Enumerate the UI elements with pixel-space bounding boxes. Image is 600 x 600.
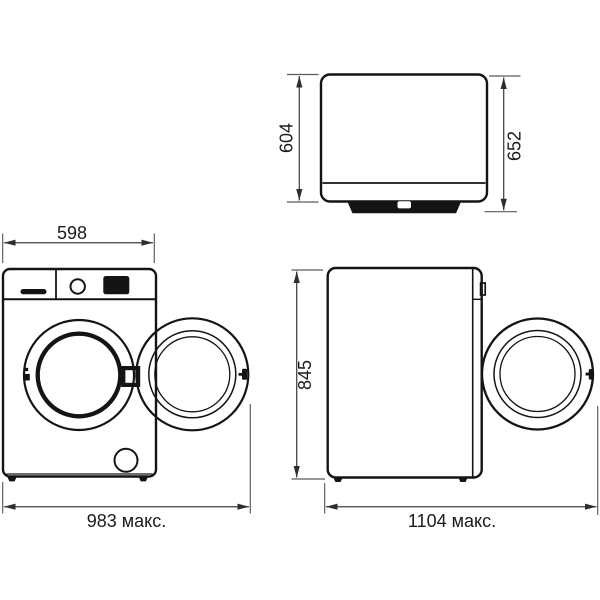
dim-652-label: 652 bbox=[505, 131, 525, 161]
display-panel bbox=[103, 276, 130, 295]
side-open-door-handle-stem bbox=[585, 372, 590, 376]
open-door-inner-circle-1 bbox=[148, 330, 237, 419]
door-latch-dot bbox=[24, 367, 29, 372]
front-body-outline bbox=[1, 267, 158, 478]
door-opening-outer-ring bbox=[22, 318, 136, 432]
dimension-598: 598 bbox=[2, 223, 155, 263]
dim-845-label: 845 bbox=[295, 360, 315, 390]
dim-598-label: 598 bbox=[57, 223, 87, 243]
side-view: 845 1104 макс. bbox=[291, 266, 599, 531]
filter-access-door bbox=[113, 447, 139, 473]
program-knob bbox=[69, 278, 86, 295]
dim-983-label: 983 макс. bbox=[87, 511, 167, 531]
side-body-outline bbox=[326, 266, 483, 479]
side-open-door-inner-circle-1 bbox=[493, 329, 582, 419]
dimension-983: 983 макс. bbox=[2, 404, 251, 531]
top-view-door-handle-notch bbox=[397, 201, 411, 209]
door-hinge bbox=[121, 366, 141, 388]
door-latch bbox=[23, 373, 30, 381]
detergent-drawer-handle bbox=[20, 289, 47, 295]
side-foot-right bbox=[458, 477, 468, 482]
open-door-outer-circle bbox=[135, 317, 250, 432]
front-foot-left bbox=[7, 477, 17, 482]
dimension-845: 845 bbox=[291, 269, 325, 480]
dimension-604: 604 bbox=[277, 73, 319, 203]
open-door-inner-circle-2 bbox=[154, 336, 231, 413]
dimension-1104: 1104 макс. bbox=[324, 406, 599, 531]
front-view: 598 983 макс. bbox=[1, 223, 251, 531]
dim-604-label: 604 bbox=[277, 123, 297, 153]
open-door-handle-stem bbox=[238, 372, 243, 376]
side-drawer-handle-bump bbox=[479, 282, 487, 296]
side-foot-left bbox=[333, 477, 343, 482]
side-open-door-inner-circle-2 bbox=[499, 335, 576, 413]
top-view: 604 652 bbox=[277, 73, 525, 214]
side-open-door-handle bbox=[588, 369, 594, 380]
door-seal-ring bbox=[35, 331, 123, 419]
side-open-door-outer-circle bbox=[480, 317, 595, 431]
dim-1104-label: 1104 макс. bbox=[408, 511, 496, 531]
open-door-handle bbox=[242, 368, 247, 380]
front-foot-right bbox=[138, 477, 148, 482]
dimension-652: 652 bbox=[484, 75, 525, 213]
